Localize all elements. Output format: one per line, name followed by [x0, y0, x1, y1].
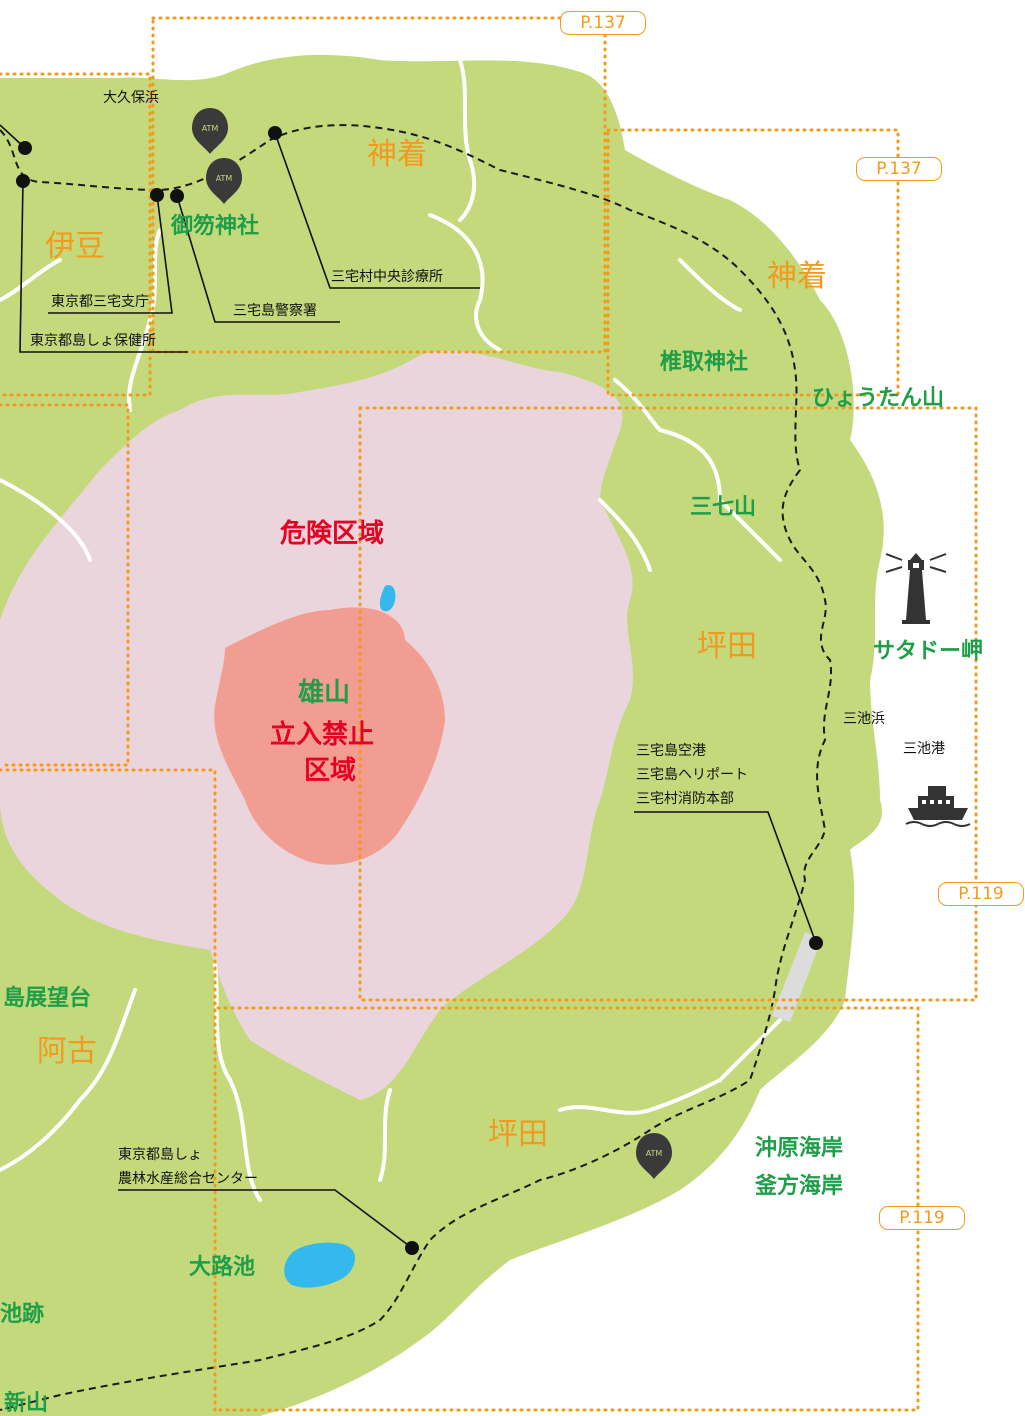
label-branch-office: 東京都三宅支庁: [51, 294, 149, 310]
facility-dot: [16, 174, 30, 188]
atm-pin-icon: ATM: [192, 108, 228, 154]
crater-pond: [379, 584, 396, 612]
district-tsubota: 坪田: [488, 1117, 548, 1152]
district-ako: 阿古: [37, 1034, 97, 1069]
restricted-zone-area: [214, 607, 445, 865]
district-kamitsuki: 神着: [767, 259, 827, 294]
place-sanshichiyama: 三七山: [690, 495, 757, 520]
atm-pin-icon: ATM: [636, 1133, 672, 1179]
place-island-observatory: 島展望台: [3, 986, 92, 1011]
restricted-zone-label-2: 区域: [304, 756, 357, 786]
atm-pin-icon: ATM: [206, 158, 242, 204]
label-okubohama: 大久保浜: [103, 90, 159, 106]
page-ref-badge[interactable]: P.119: [938, 882, 1024, 906]
place-satado-cape: サタドー岬: [873, 639, 984, 664]
facility-dot: [18, 141, 32, 155]
district-kamitsuki: 神着: [367, 137, 427, 172]
place-shiidori-shrine: 椎取神社: [660, 350, 749, 375]
svg-text:ATM: ATM: [216, 174, 233, 183]
svg-text:ATM: ATM: [646, 1149, 663, 1158]
place-kamagata-coast: 釜方海岸: [755, 1174, 844, 1199]
label-heliport: 三宅島ヘリポート: [636, 767, 748, 783]
page-ref-badge[interactable]: P.137: [856, 157, 942, 181]
place-oyama: 雄山: [298, 678, 351, 708]
restricted-zone-label: 立入禁止: [270, 720, 375, 750]
label-fire-hq: 三宅村消防本部: [636, 791, 734, 807]
ring-road: [0, 124, 832, 1411]
page-reference-frames: [0, 16, 978, 1412]
place-okihara-coast: 沖原海岸: [755, 1136, 844, 1161]
label-agri-center: 東京都島しょ: [118, 1147, 202, 1163]
tairoike-pond: [284, 1242, 356, 1288]
page-ref-badge[interactable]: P.137: [560, 11, 646, 35]
ferry-ship-icon: [905, 786, 971, 827]
facility-dot: [809, 936, 823, 950]
svg-text:ATM: ATM: [202, 124, 219, 133]
district-izu: 伊豆: [45, 229, 105, 264]
place-miyagami-shrine: 御笏神社: [171, 214, 260, 239]
page-ref-badge[interactable]: P.119: [879, 1206, 965, 1230]
danger-zone-label: 危険区域: [280, 519, 385, 549]
facility-leader-lines: [0, 124, 817, 1249]
label-miike-port: 三池港: [903, 741, 945, 757]
facility-dot: [150, 188, 164, 202]
lighthouse-icon: [885, 553, 947, 624]
place-ike-ruins: 池跡: [0, 1302, 45, 1327]
facility-dot: [405, 1241, 419, 1255]
place-shinzan: 新山: [4, 1391, 49, 1416]
label-agri-center-2: 農林水産総合センター: [118, 1171, 258, 1187]
facility-dot: [170, 189, 184, 203]
label-miikehama: 三池浜: [843, 711, 885, 727]
facility-dot: [268, 126, 282, 140]
place-tairoike: 大路池: [189, 1255, 256, 1280]
facility-dots: [16, 126, 823, 1255]
district-boundaries: [0, 58, 782, 1202]
label-health-center: 東京都島しょ保健所: [30, 333, 156, 349]
label-police: 三宅島警察署: [233, 303, 317, 319]
label-clinic: 三宅村中央診療所: [331, 269, 443, 285]
district-tsubota: 坪田: [697, 629, 757, 664]
label-airport: 三宅島空港: [636, 743, 706, 759]
place-hyoutanyama: ひょうたん山: [812, 386, 945, 411]
